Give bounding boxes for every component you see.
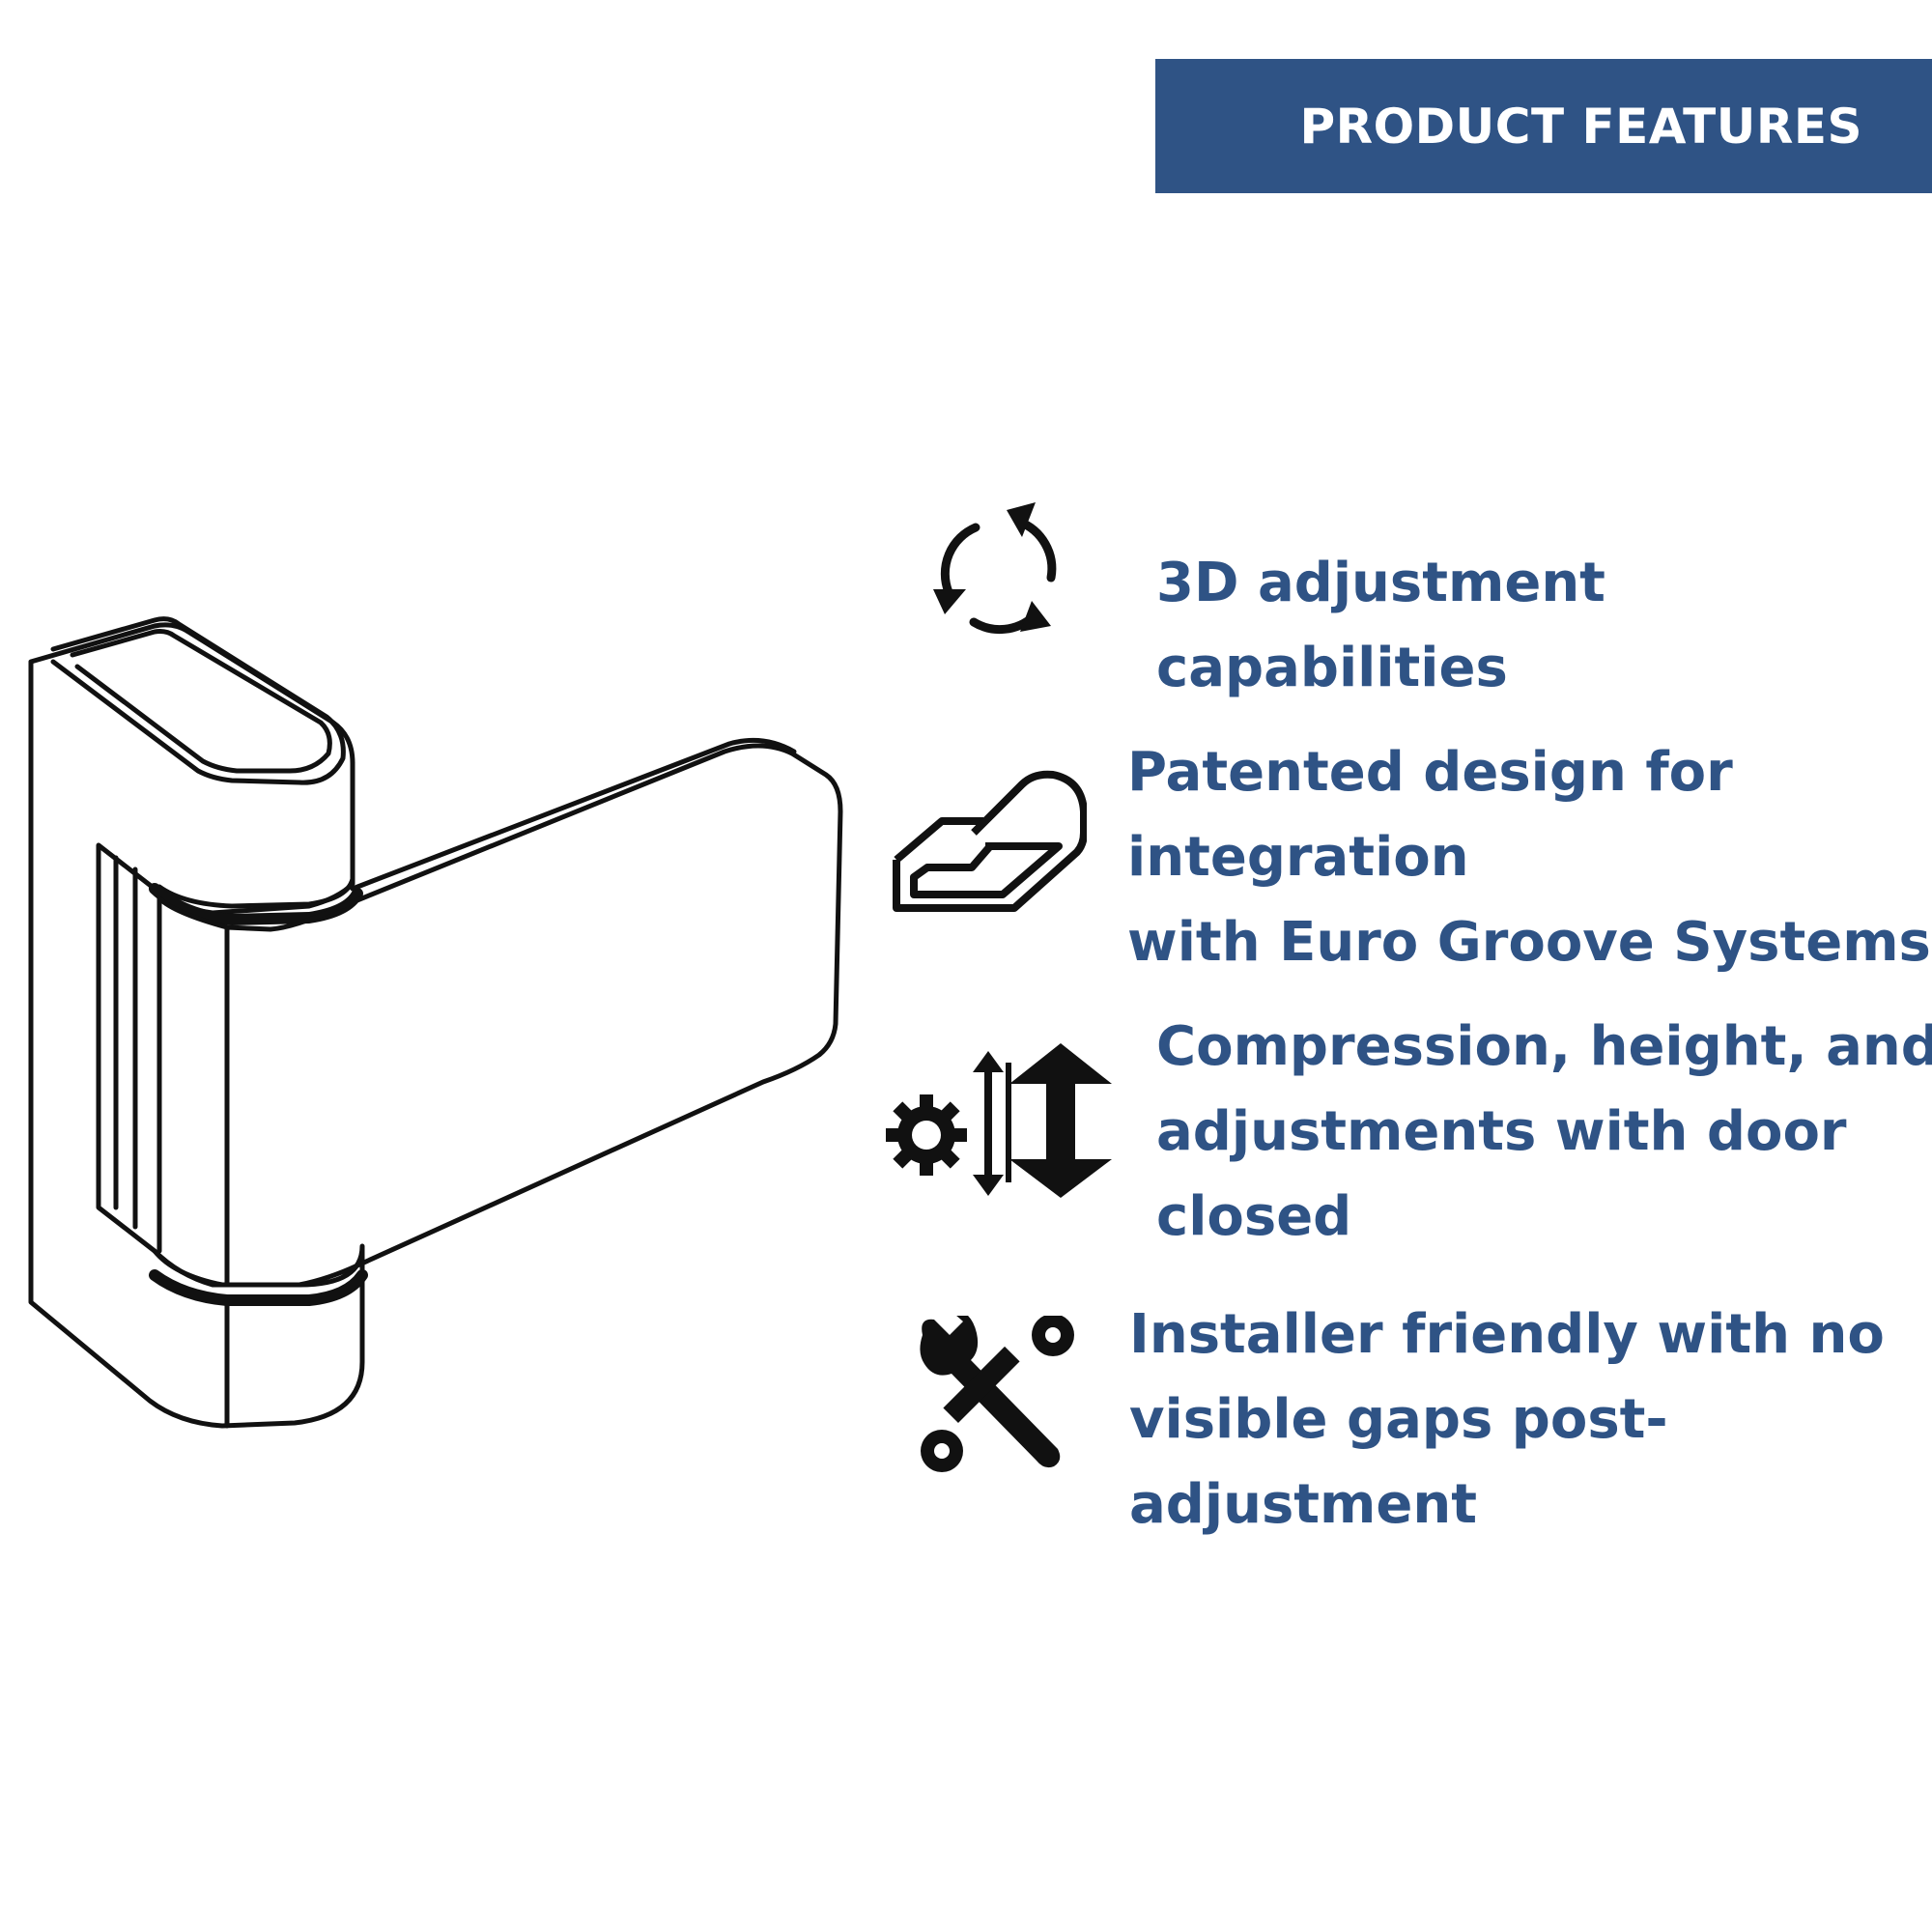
hinge-leaf-edge [350,737,797,892]
feature-2-line-1: Patented design for [1127,741,1733,804]
rotate-arrows-icon [933,502,1057,635]
wrench-tools-icon [920,1316,1074,1472]
feature-4-line-2: visible gaps post- [1129,1388,1668,1451]
feature-1-line-2: capabilities [1156,637,1508,699]
feature-4-text: Installer friendly with no visible gaps … [1129,1293,1885,1548]
feature-1-text: 3D adjustment capabilities [1156,541,1605,711]
gear-icon [886,1094,967,1176]
small-vertical-arrow-icon [973,1051,1011,1196]
hinge-leaf [152,743,843,1288]
hinge-top-cap [50,616,346,785]
product-features-banner: PRODUCT FEATURES [1155,59,1932,193]
feature-1-line-1: 3D adjustment [1156,552,1605,614]
feature-3-line-2: adjustments with door [1156,1100,1847,1163]
large-vertical-arrow-icon [1009,1043,1112,1198]
feature-3-line-1: Compression, height, and [1156,1015,1932,1078]
feature-4-line-3: adjustment [1129,1473,1478,1536]
euro-groove-profile-icon [893,770,1087,912]
hinge-top-knuckle [156,760,355,909]
door-hinge-illustration [28,616,843,1429]
feature-2-text: Patented design for integration with Eur… [1127,730,1931,985]
feature-3-text: Compression, height, and adjustments wit… [1156,1005,1932,1260]
hinge-top-cap-inner [70,629,332,774]
feature-4-line-1: Installer friendly with no [1129,1303,1885,1366]
banner-title: PRODUCT FEATURES [1299,98,1862,155]
gear-height-adjust-icon [886,1043,1112,1198]
feature-3-line-3: closed [1156,1185,1352,1248]
feature-2-line-2: integration [1127,826,1469,889]
feature-2-line-3: with Euro Groove Systems [1127,911,1931,974]
